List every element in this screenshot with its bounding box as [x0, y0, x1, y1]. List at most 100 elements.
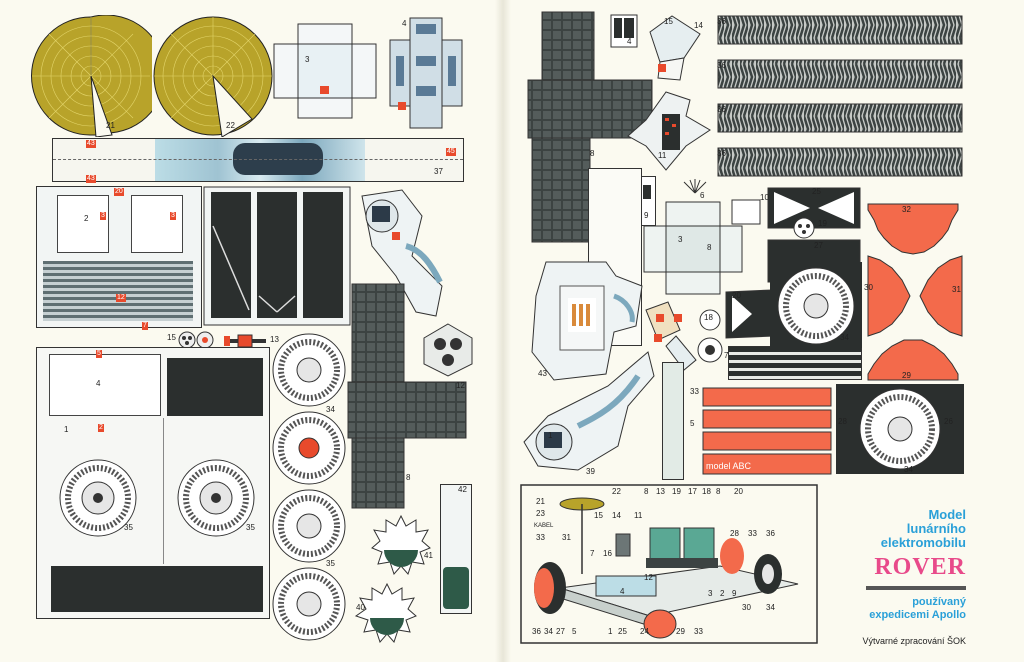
diag-label-24: 24 — [640, 627, 649, 636]
diag-label-30: 30 — [742, 603, 751, 612]
part-number-43: 43 — [86, 140, 96, 148]
part-number-34b: 34 — [840, 333, 849, 342]
block-part-38 — [610, 14, 638, 48]
box-net-part-3 — [273, 23, 377, 119]
model-abc-label: model ABC — [706, 461, 752, 471]
part-number-3a: 3 — [305, 55, 310, 64]
seat-panel-dark — [203, 186, 351, 326]
diag-label-33c: 33 — [694, 627, 703, 636]
strip-part-33 — [662, 362, 684, 480]
part-number-1b: 1 — [548, 431, 553, 440]
diag-label-11: 11 — [634, 511, 643, 520]
diag-label-33b: 33 — [748, 529, 757, 538]
diag-label-29: 29 — [676, 627, 685, 636]
part-number-25: 25 — [812, 187, 821, 196]
title-divider — [866, 586, 966, 590]
title-line-elektromobilu: elektromobilu — [880, 535, 966, 550]
diag-label-18: 18 — [702, 487, 711, 496]
part-number-8a: 8 — [406, 473, 411, 482]
diag-label-2: 2 — [720, 589, 725, 598]
part-number-2a: 2 — [84, 214, 89, 223]
dish-part-21 — [31, 15, 152, 137]
subtitle-pouzivany: používaný — [912, 596, 966, 608]
part-number-15: 15 — [167, 333, 176, 342]
orange-gear-29 — [867, 339, 959, 381]
strip-dark-horizontal — [728, 346, 862, 380]
backpack-net-part-43 — [531, 261, 643, 381]
part-number-35c: 35 — [326, 559, 335, 568]
part-number-3c: 3 — [170, 212, 176, 220]
diag-label-25: 25 — [618, 627, 627, 636]
part-number-1a: 1 — [64, 425, 69, 434]
part-number-19: 19 — [818, 219, 827, 228]
part-number-37: 37 — [434, 167, 443, 176]
part-number-22: 22 — [226, 121, 235, 130]
diag-label-8a: 8 — [644, 487, 649, 496]
part-number-12b: 12 — [456, 381, 465, 390]
diag-label-27: 27 — [556, 627, 565, 636]
diag-label-16: 16 — [603, 549, 612, 558]
part-number-43b-right: 43 — [538, 369, 547, 378]
dish-part-22 — [153, 16, 273, 137]
part-number-8b: 8 — [590, 149, 595, 158]
part-number-41: 41 — [424, 551, 433, 560]
part-number-13a: 13 — [270, 335, 279, 344]
part-number-7b: 7 — [724, 351, 729, 360]
hex-part-12 — [423, 323, 473, 377]
part-number-30a: 30 — [864, 283, 873, 292]
diag-label-22: 22 — [612, 487, 621, 496]
net-part-14 — [649, 15, 701, 81]
part-number-40: 40 — [356, 603, 365, 612]
diag-label-3: 3 — [708, 589, 713, 598]
diag-label-34b: 34 — [544, 627, 553, 636]
diag-label-28: 28 — [730, 529, 739, 538]
part-number-18: 18 — [704, 313, 713, 322]
subtitle-expedicemi: expedicemi Apollo — [869, 609, 966, 621]
part-number-36c: 36 — [717, 105, 726, 114]
part-number-34c: 34 — [904, 465, 913, 474]
diag-label-36a: 36 — [766, 529, 775, 538]
part-number-14: 14 — [694, 21, 703, 30]
part-number-3d: 3 — [678, 235, 683, 244]
title-line-model: Model — [928, 507, 966, 522]
chassis-panel-part-2 — [36, 186, 202, 328]
box-net-part-4 — [389, 17, 463, 129]
diag-label-kabel: KABEL — [534, 523, 554, 529]
orange-gear-30 — [867, 255, 911, 337]
part-number-10: 10 — [760, 193, 769, 202]
diag-label-21: 21 — [536, 497, 545, 506]
part-number-21: 21 — [106, 121, 115, 130]
part-number-34a: 34 — [326, 405, 335, 414]
part-number-27: 27 — [814, 241, 823, 250]
orange-bars — [702, 387, 832, 475]
part-number-33a: 33 — [690, 387, 699, 396]
title-block: Model lunárního elektromobilu ROVER použ… — [826, 508, 966, 646]
part-number-7a: 7 — [142, 322, 148, 330]
diag-label-15: 15 — [594, 511, 603, 520]
diag-label-8b: 8 — [716, 487, 721, 496]
part-number-4c: 4 — [627, 37, 632, 46]
assembly-diagram — [520, 484, 818, 644]
part-number-36d: 36 — [717, 149, 726, 158]
credit-line: Výtvarné zpracování ŠOK — [862, 636, 966, 646]
part-number-12: 12 — [116, 294, 126, 302]
orange-gear-32 — [867, 203, 959, 255]
part-number-29a: 29 — [902, 371, 911, 380]
wheel-part-35-right — [177, 459, 255, 537]
console-part-11 — [627, 91, 711, 171]
panel-grid-part-8-left — [347, 283, 467, 509]
gear-part-40 — [354, 582, 417, 643]
small-parts-17-18 — [645, 301, 723, 371]
part-number-32: 32 — [902, 205, 911, 214]
astronaut-figure-left — [361, 189, 443, 317]
part-number-45: 45 — [446, 148, 456, 156]
part-number-39: 39 — [586, 467, 595, 476]
diag-label-5: 5 — [572, 627, 577, 636]
wheel-part-34-upper — [770, 262, 862, 348]
title-rover: ROVER — [874, 554, 966, 580]
part-number-28: 28 — [838, 417, 847, 426]
part-number-11: 11 — [658, 151, 667, 160]
part-number-35a: 35 — [124, 523, 133, 532]
part-number-36b: 36 — [717, 61, 726, 70]
